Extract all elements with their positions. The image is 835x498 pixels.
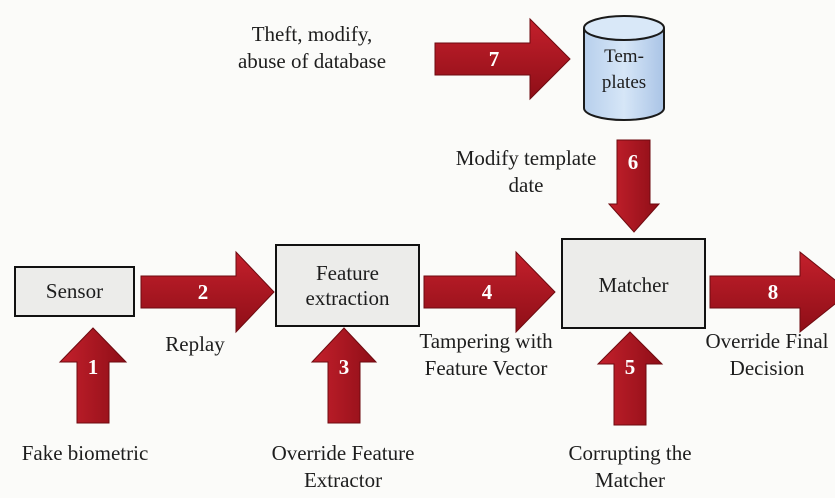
matcher-label: Matcher bbox=[598, 273, 669, 297]
attack-label-7: Theft, modify, abuse of database bbox=[237, 22, 387, 73]
arrow-number-2: 2 bbox=[197, 280, 209, 304]
templates-database-icon bbox=[583, 15, 665, 121]
attack-label-2: Replay bbox=[165, 332, 225, 356]
templates-label: Tem- plates bbox=[579, 44, 669, 96]
attack-label-3: Override Feature Extractor bbox=[271, 441, 415, 492]
arrow-1 bbox=[58, 327, 128, 424]
attack-label-1: Fake biometric bbox=[21, 441, 149, 465]
arrow-number-7: 7 bbox=[488, 47, 500, 71]
templates-label-line2: plates bbox=[601, 72, 647, 93]
arrow-4 bbox=[423, 250, 556, 334]
arrow-7 bbox=[434, 17, 571, 101]
attack-label-6: Modify template date bbox=[455, 146, 597, 197]
feature-extraction-box: Feature extraction bbox=[275, 244, 420, 327]
attack-label-5: Corrupting the Matcher bbox=[568, 441, 692, 492]
arrow-number-6: 6 bbox=[627, 150, 639, 174]
arrow-2 bbox=[140, 250, 275, 334]
attack-label-8: Override Final Decision bbox=[705, 329, 829, 380]
arrow-6 bbox=[607, 139, 661, 233]
arrow-number-3: 3 bbox=[338, 355, 350, 379]
arrow-number-8: 8 bbox=[767, 280, 779, 304]
matcher-box: Matcher bbox=[561, 238, 706, 329]
feature-extraction-label-line2: extraction bbox=[305, 285, 390, 310]
sensor-label: Sensor bbox=[45, 279, 104, 303]
arrow-number-4: 4 bbox=[481, 280, 493, 304]
arrow-5 bbox=[596, 331, 664, 426]
attack-label-4: Tampering with Feature Vector bbox=[419, 329, 553, 380]
feature-extraction-label-line1: Feature bbox=[316, 260, 379, 285]
arrow-number-1: 1 bbox=[87, 355, 99, 379]
arrow-number-5: 5 bbox=[624, 355, 636, 379]
templates-label-line1: Tem- bbox=[604, 46, 644, 67]
arrow-8 bbox=[709, 250, 835, 334]
sensor-box: Sensor bbox=[14, 266, 135, 317]
arrow-3 bbox=[310, 327, 378, 424]
